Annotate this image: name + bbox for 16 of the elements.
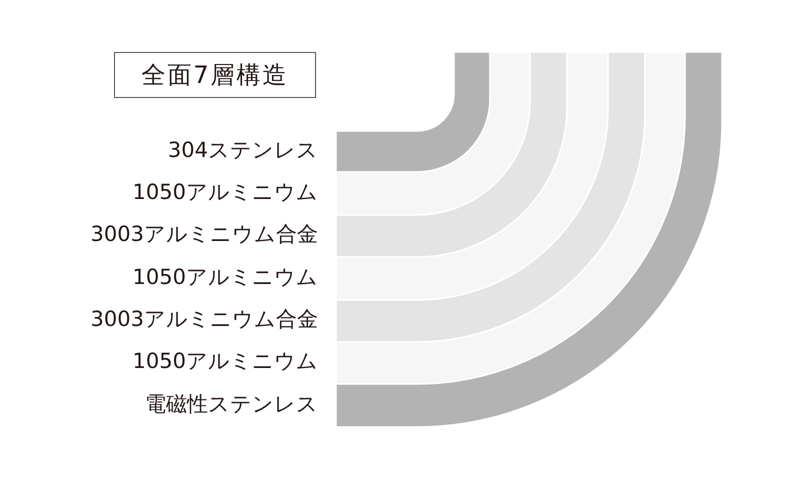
layer-label: 3003アルミニウム合金 [90, 224, 318, 245]
layer-label: 304ステンレス [168, 140, 318, 160]
layer-label: 1050アルミニウム [132, 182, 318, 202]
layer-label: 1050アルミニウム [132, 351, 318, 372]
layer-band [335, 51, 646, 343]
layer-band [335, 51, 568, 258]
title-box [114, 52, 316, 98]
title-text: 全面7層構造 [141, 63, 289, 87]
layer-label: 3003アルミニウム合金 [90, 309, 318, 330]
layer-label: 1050アルミニウム [132, 266, 318, 288]
layer-band [335, 51, 723, 428]
layer-band [335, 51, 686, 385]
layer-label: 電磁性ステンレス [145, 394, 318, 414]
layer-band [335, 51, 491, 173]
layer-band [335, 51, 609, 301]
layer-band [335, 51, 531, 216]
